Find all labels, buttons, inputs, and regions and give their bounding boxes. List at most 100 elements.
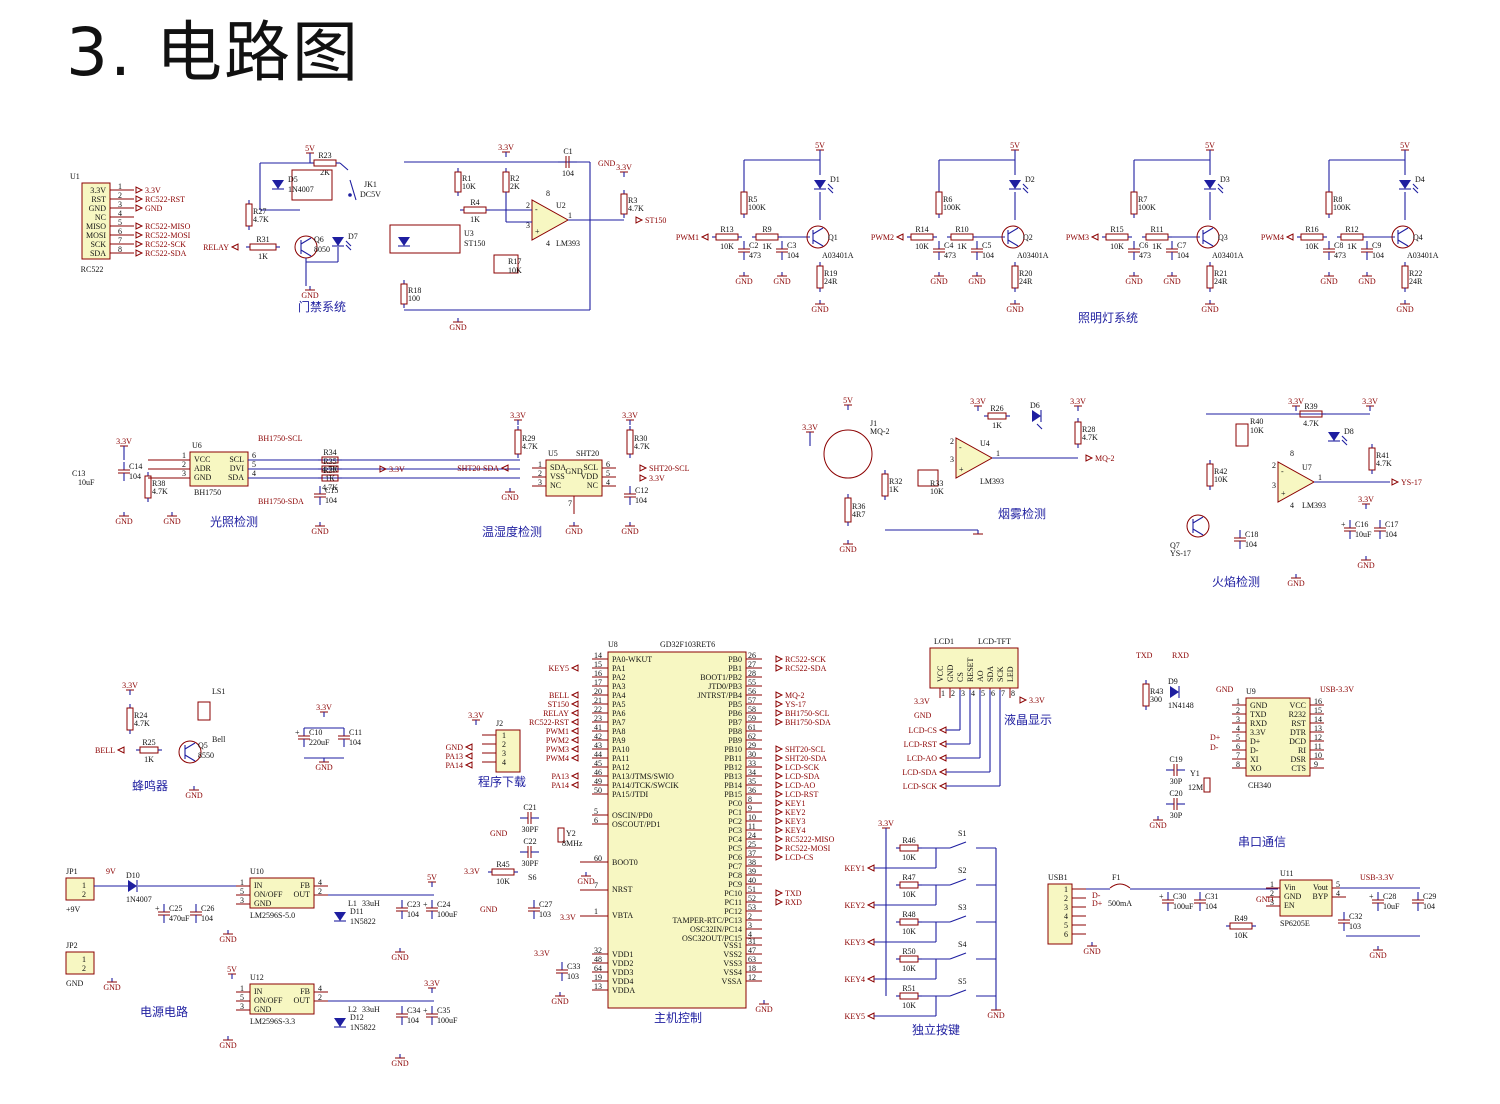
label: ON/OFF — [254, 996, 283, 1005]
label: 1K — [1347, 242, 1357, 251]
label: R6 — [943, 195, 952, 204]
resistor — [626, 429, 634, 455]
net-label: PA14 — [446, 761, 464, 770]
label: Bell — [212, 735, 226, 744]
label: IN — [254, 881, 263, 890]
net-label: KEY3 — [845, 938, 865, 947]
mq2-sensor — [823, 429, 873, 479]
net-label: LCD-SDA — [902, 768, 937, 777]
label: D- — [1210, 743, 1219, 752]
label: PB5 — [728, 700, 742, 709]
label: 47 — [748, 946, 756, 955]
label: - — [535, 205, 538, 214]
label: MISO — [86, 222, 106, 231]
label: 2 — [1270, 889, 1274, 898]
label: R42 — [1214, 467, 1227, 476]
port-arrow — [775, 700, 784, 708]
connector-j2 — [495, 729, 521, 773]
label: R14 — [915, 225, 928, 234]
port-arrow — [866, 938, 875, 946]
wire — [184, 742, 196, 750]
label: C6 — [1139, 241, 1148, 250]
diode — [1032, 410, 1041, 422]
label: 46 — [594, 768, 602, 777]
label: 28 — [748, 669, 756, 678]
label: 1K — [144, 755, 154, 764]
port-arrow — [775, 754, 784, 762]
net-label: LCD-CS — [909, 726, 937, 735]
port-arrow — [570, 691, 579, 699]
wire — [1341, 435, 1348, 442]
net-label: RC522-SCK — [145, 240, 186, 249]
label: 2K — [320, 168, 330, 177]
label: 220uF — [309, 738, 330, 747]
label: R45 — [496, 860, 509, 869]
wire — [345, 240, 352, 247]
gnd-label: GND — [115, 517, 133, 526]
wire — [1036, 423, 1043, 430]
label: C18 — [1245, 530, 1258, 539]
port-arrow — [570, 700, 579, 708]
label: 13 — [1314, 724, 1322, 733]
label: 6 — [1236, 742, 1240, 751]
wire — [812, 227, 824, 235]
section-label-light: 照明灯系统 — [1078, 311, 1138, 325]
wire — [949, 878, 967, 886]
resistor — [1368, 447, 1376, 471]
label: 3 — [1236, 715, 1240, 724]
diode — [1399, 180, 1411, 189]
label: 29 — [748, 741, 756, 750]
label: ST150 — [464, 239, 485, 248]
label: PA15/JTDI — [612, 790, 648, 799]
label: 8050 — [314, 245, 330, 254]
gnd-label: GND — [301, 291, 319, 300]
power-label: 3.3V — [122, 681, 138, 690]
label: 64 — [594, 964, 602, 973]
label: 1 — [996, 449, 1000, 458]
wire — [345, 244, 352, 251]
label: D- — [1250, 746, 1259, 755]
label: SCL — [583, 463, 598, 472]
label: 4 — [606, 478, 610, 487]
label: 4.7K — [253, 215, 269, 224]
label: 5 — [594, 807, 598, 816]
resistor — [139, 746, 159, 754]
label: C26 — [201, 904, 214, 913]
label: VSS1 — [723, 941, 742, 950]
jack-jp1 — [65, 877, 95, 901]
resistor — [1145, 233, 1169, 241]
label: LS1 — [212, 687, 225, 696]
label: 9V — [106, 867, 116, 876]
label: 2 — [748, 912, 752, 921]
gnd-label: GND — [565, 527, 583, 536]
label: R2 — [510, 174, 519, 183]
section-label-access: 门禁系统 — [298, 299, 346, 314]
label: A03401A — [1017, 251, 1049, 260]
gnd-label: GND — [968, 277, 986, 286]
label: OSC32IN/PC14 — [690, 925, 742, 934]
resistor — [950, 233, 974, 241]
label: 10uF — [78, 478, 95, 487]
label: 10K — [462, 182, 476, 191]
resistor — [400, 283, 408, 305]
section-label-humid: 温湿度检测 — [482, 524, 542, 539]
label: L1 — [348, 899, 357, 908]
gnd-label: GND — [391, 1059, 409, 1068]
port-arrow — [639, 474, 648, 482]
label: PA13/JTMS/SWIO — [612, 772, 674, 781]
label: 3 — [240, 896, 244, 905]
gnd-label: GND — [1163, 277, 1181, 286]
label: 52 — [748, 894, 756, 903]
lcd-pin: LED — [1006, 666, 1015, 682]
resistor — [245, 203, 253, 227]
label: Vout — [1313, 883, 1329, 892]
label: 10K — [1234, 931, 1248, 940]
label: + — [1159, 892, 1164, 901]
label: IN — [254, 987, 263, 996]
label: C33 — [567, 962, 580, 971]
port-arrow — [230, 243, 239, 251]
label: 100K — [943, 203, 961, 212]
label: 8 — [1011, 689, 1015, 698]
label: 6 — [606, 460, 610, 469]
port-arrow — [570, 736, 579, 744]
